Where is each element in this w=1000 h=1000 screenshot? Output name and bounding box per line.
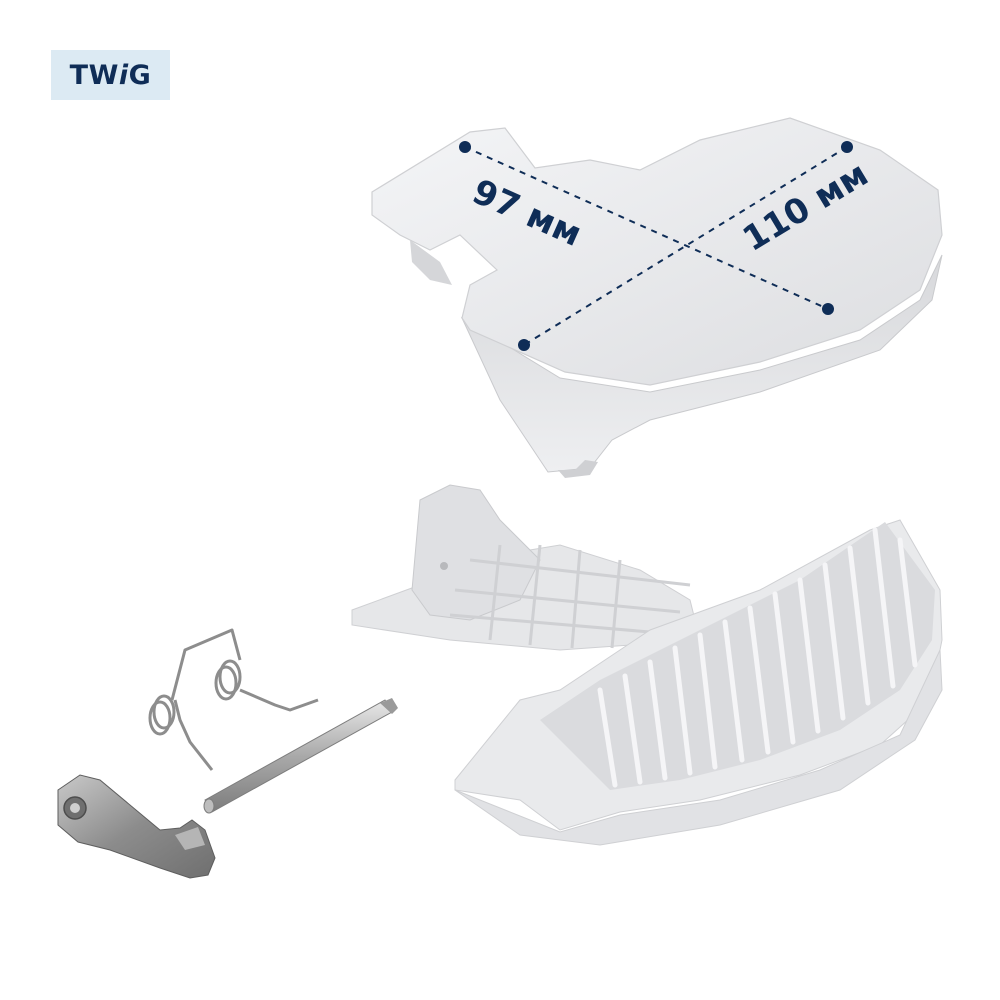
handle-underside-view bbox=[351, 484, 943, 846]
hook-part bbox=[57, 774, 216, 879]
pin-part bbox=[203, 698, 398, 814]
dimension-endpoint bbox=[459, 141, 471, 153]
handle-top-view bbox=[371, 117, 943, 478]
spring-part bbox=[148, 628, 319, 771]
dimension-endpoint bbox=[822, 303, 834, 315]
dimension-lines bbox=[459, 141, 853, 351]
dimension-endpoint bbox=[841, 141, 853, 153]
brand-badge: TWiG bbox=[51, 50, 170, 100]
brand-logo-text: TWiG bbox=[69, 59, 152, 91]
dimension-endpoint bbox=[518, 339, 530, 351]
